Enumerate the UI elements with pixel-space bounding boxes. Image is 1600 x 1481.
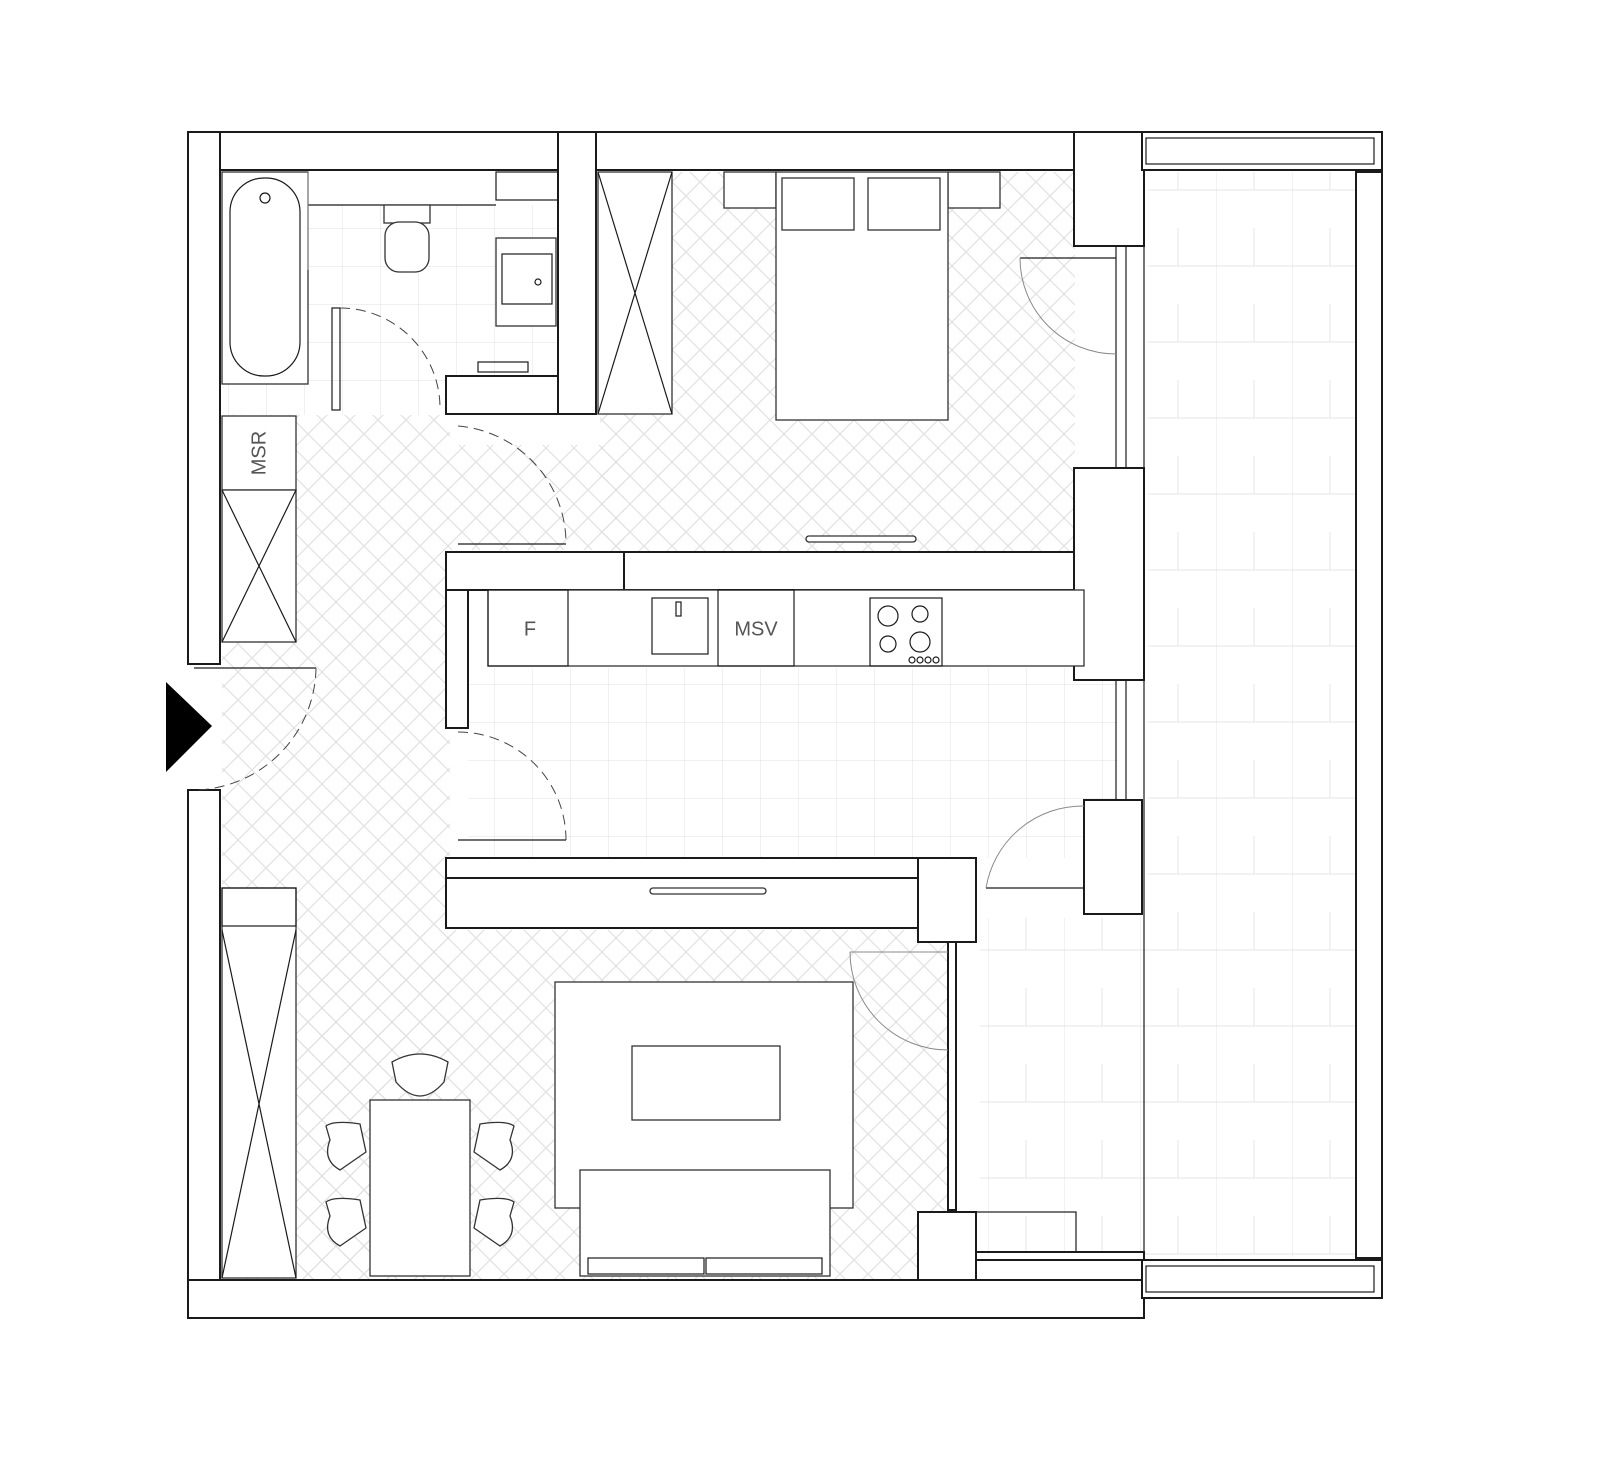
bedside-table-right [947, 171, 1001, 209]
balcony-bottom-rail-inner [1145, 1265, 1375, 1293]
kitchen-worktop [487, 589, 1085, 667]
toilet-bowl [384, 221, 430, 273]
pillow-right [867, 177, 941, 231]
hob-ring-4 [909, 631, 931, 653]
bedroom [457, 171, 1117, 545]
living-door-swing [849, 951, 949, 1051]
shower-drain [534, 278, 542, 286]
living-east-pier [917, 857, 977, 943]
bathroom-partition [557, 131, 597, 415]
entrance-arrow-icon [166, 682, 212, 772]
bath-tap [259, 192, 271, 204]
west-wall-upper [187, 131, 221, 665]
sofa-icon [579, 1169, 831, 1277]
chair-icon [473, 1197, 515, 1247]
hall-wardrobe-cross [221, 489, 297, 643]
chair-icon [325, 1197, 367, 1247]
balcony-decking-floor [1148, 172, 1356, 1257]
landing-parquet-floor [450, 445, 625, 550]
living-wardrobe-cross [221, 929, 297, 1279]
bathroom-partition-stub [445, 375, 559, 415]
tv-unit-wall [445, 877, 919, 929]
dining-chairs [325, 1121, 515, 1247]
windows [975, 245, 1127, 1253]
kitchen-door-swing [457, 731, 567, 841]
bedroom-entry-swing [457, 425, 567, 545]
living-east-wall [947, 941, 957, 1211]
msv-unit [717, 589, 795, 667]
living-south-pier [917, 1211, 977, 1281]
bedroom-window [1115, 245, 1127, 469]
toilet-icon [383, 204, 431, 224]
hob-icon [869, 597, 943, 667]
bath-door-leaf [331, 307, 341, 411]
bathtub-basin [229, 177, 301, 377]
entrance-door-swing [195, 667, 317, 791]
bath-niche [495, 171, 559, 201]
walls [187, 131, 1383, 1319]
terrace-parapet [975, 1251, 1145, 1261]
fridge-label: F [524, 618, 536, 640]
sink-icon [651, 597, 709, 655]
hob-ring-3 [879, 635, 897, 653]
coffee-table [631, 1045, 781, 1121]
bath-door-swing [339, 307, 441, 409]
sofa-seat-left [587, 1257, 705, 1275]
chair-icon [473, 1121, 515, 1171]
balcony-east-balustrade [1355, 171, 1383, 1259]
dining-table-icon [369, 1099, 471, 1277]
msr-label: MSR [248, 431, 270, 475]
east-column-lower [1083, 799, 1143, 915]
plant-pot-icon [391, 1053, 449, 1097]
balcony-top-rail-inner [1145, 137, 1375, 165]
east-column-middle [1073, 467, 1145, 681]
shower-tray-icon [495, 237, 557, 327]
entrance [166, 667, 317, 791]
north-wall-east [595, 131, 1075, 171]
sink-tap [675, 601, 682, 617]
hall-storage: MSR [221, 415, 297, 1279]
bathroom [221, 171, 559, 411]
bedroom-wardrobe-cross [597, 171, 673, 415]
east-column-top [1073, 131, 1145, 247]
bedroom-door-swing [1019, 257, 1117, 355]
pillow-left [781, 177, 855, 231]
chair-icon [325, 1121, 367, 1171]
living-room [325, 887, 949, 1277]
bathtub-icon [221, 171, 309, 385]
bedroom-tv-icon [805, 535, 917, 543]
hob-knobs [908, 656, 940, 664]
north-wall-west [187, 131, 559, 171]
terrace-glazing [975, 1211, 1077, 1253]
bedside-table-left [723, 171, 777, 209]
sofa-seat-right [705, 1257, 823, 1275]
msr-cupboard [221, 415, 297, 491]
terrace-door-swing [985, 805, 1085, 889]
hob-ring-1 [877, 605, 899, 627]
living-wardrobe-top [221, 887, 297, 927]
hob-ring-2 [911, 605, 929, 623]
kitchen-tile-floor [468, 668, 1118, 858]
msv-label: MSV [734, 618, 778, 640]
west-wall-lower [187, 789, 221, 1281]
kitchen-end-pier [445, 589, 469, 729]
towel-rail [477, 361, 529, 373]
shower-tray-inner [501, 253, 553, 305]
terrace-decking-floor [980, 918, 1148, 1256]
kitchen-window [1115, 679, 1127, 801]
living-tv-icon [649, 887, 767, 895]
living-wardrobe [221, 887, 297, 1279]
fridge-unit [487, 589, 569, 667]
kitchen-upper-cabinets [623, 551, 1075, 591]
kitchen-south-wall [445, 857, 977, 879]
south-wall [187, 1279, 1145, 1319]
kitchen: F MSV [457, 589, 1085, 889]
